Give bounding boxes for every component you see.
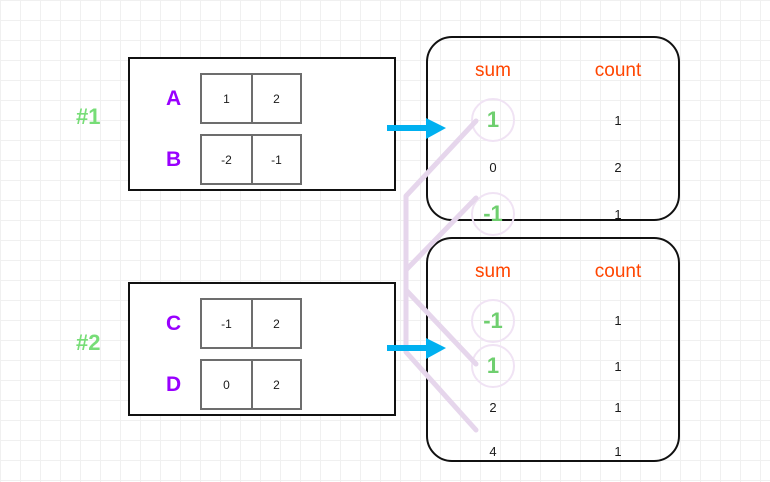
result-1-row-1-sum: 0 (489, 159, 497, 175)
result-2-row-0-sum: -1 (428, 298, 558, 343)
row-label-b: B (166, 147, 182, 171)
table-row: -1 1 (428, 190, 678, 238)
result-1-row-1-count: 2 (614, 159, 622, 175)
cell-c-0: -1 (221, 316, 232, 331)
result-panel-2: sum count -1 1 1 1 2 1 4 1 (426, 237, 680, 462)
highlight-circle: -1 (471, 192, 515, 236)
result-1-header-count: count (594, 60, 642, 81)
cell-a-1: 2 (251, 75, 300, 122)
row-label-c: C (166, 311, 182, 335)
result-2-row-0-count: 1 (614, 313, 622, 328)
group-row-c: C -1 2 (158, 298, 302, 349)
result-1-header: sum count (428, 60, 678, 82)
result-1-rows: 1 1 0 2 -1 1 (428, 96, 678, 238)
result-2-header: sum count (428, 261, 678, 283)
result-1-row-2-sum: -1 (428, 192, 558, 236)
result-2-rows: -1 1 1 1 2 1 4 1 (428, 296, 678, 475)
group-row-d: D 0 2 (158, 359, 302, 410)
cell-d-0: 0 (223, 377, 230, 392)
highlight-circle: -1 (471, 298, 515, 343)
result-2-row-1-sum: 1 (428, 344, 558, 388)
table-row: -1 1 (428, 296, 678, 345)
result-1-row-2-count: 1 (614, 206, 622, 222)
highlight-circle: 1 (471, 98, 515, 142)
cell-b-0: -2 (221, 152, 232, 167)
result-2-row-3-count: 1 (614, 443, 622, 459)
cell-c-1: 2 (251, 300, 300, 347)
result-2-header-count: count (594, 261, 642, 282)
result-2-row-2-count: 1 (614, 399, 622, 415)
table-row: 4 1 (428, 427, 678, 475)
result-1-row-0-count: 1 (614, 112, 622, 128)
group-tag-2: #2 (76, 330, 101, 355)
group-panel-1: A 1 2 B -2 -1 (128, 57, 396, 191)
value-pair-b: -2 -1 (200, 134, 302, 185)
result-2-row-2-sum: 2 (489, 399, 497, 415)
table-row: 1 1 (428, 96, 678, 144)
value-pair-a: 1 2 (200, 73, 302, 124)
table-row: 2 1 (428, 387, 678, 427)
value-pair-d: 0 2 (200, 359, 302, 410)
group-panel-2: C -1 2 D 0 2 (128, 282, 396, 416)
result-2-row-3-sum: 4 (489, 443, 497, 459)
result-1-row-0-sum: 1 (428, 98, 558, 142)
table-row: 0 2 (428, 144, 678, 190)
cell-a-0: 1 (223, 91, 230, 106)
table-row: 1 1 (428, 344, 678, 388)
value-pair-c: -1 2 (200, 298, 302, 349)
result-panel-1: sum count 1 1 0 2 -1 1 (426, 36, 680, 236)
row-label-a: A (166, 86, 182, 110)
result-2-row-1-count: 1 (614, 358, 622, 374)
group-row-b: B -2 -1 (158, 134, 302, 185)
highlight-circle: 1 (471, 344, 515, 388)
cell-b-1: -1 (251, 136, 300, 183)
result-2-header-sum: sum (475, 261, 511, 282)
group-row-a: A 1 2 (158, 73, 302, 124)
result-1-header-sum: sum (475, 60, 511, 81)
row-label-d: D (166, 372, 182, 396)
cell-d-1: 2 (251, 361, 300, 408)
group-tag-1: #1 (76, 104, 101, 129)
